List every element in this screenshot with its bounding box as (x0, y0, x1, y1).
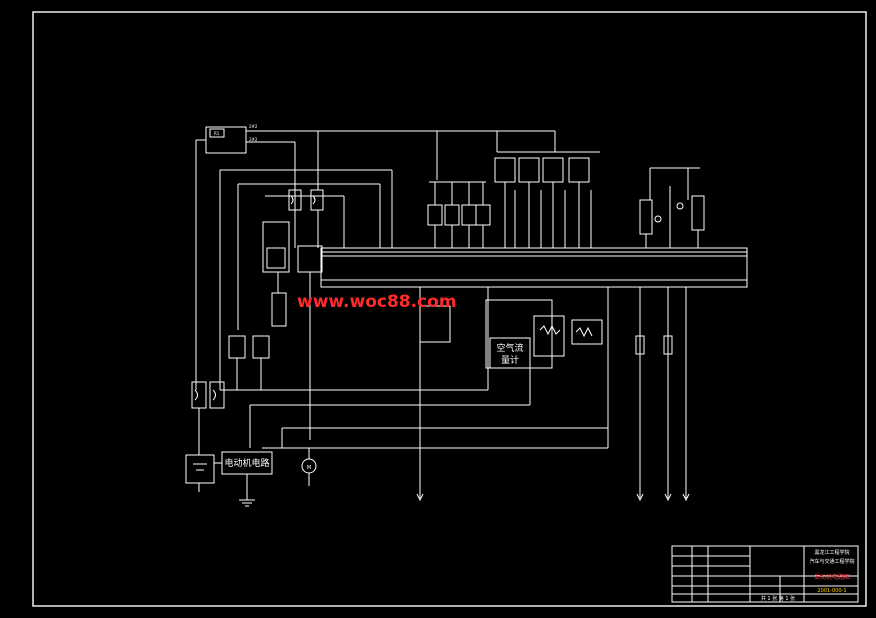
electric-motor-circuit: 电动机电路 (214, 451, 273, 507)
motor-circuit-label: 电动机电路 (224, 457, 269, 469)
school-name-line-1: 黑龙江工程学院 (814, 549, 849, 556)
top-bus-wiring (246, 130, 556, 248)
ground-return-wiring (220, 368, 609, 449)
svg-text:R1: R1 (214, 131, 220, 136)
injector-group (427, 181, 491, 248)
drawing-number: 2001-000-1 (817, 588, 846, 594)
school-name-line-2: 汽车与交通工程学院 (809, 558, 854, 565)
ignition-coil-group (494, 151, 600, 248)
coil-pair (228, 335, 270, 390)
drawing-border (32, 11, 867, 607)
site-watermark: www.woc88.com (297, 292, 457, 312)
left-loop-wiring (219, 169, 393, 390)
drawing-title: 发动机电路图 (814, 573, 850, 581)
bottom-fuse-pair (191, 381, 225, 455)
svg-text:2#2: 2#2 (249, 137, 258, 142)
title-block: 黑龙江工程学院 汽车与交通工程学院 发动机电路图 2001-000-1 共 1 … (671, 545, 859, 603)
main-relay: 2#2 2#2 R1 (195, 124, 258, 390)
air-flow-meter: 空气流 量计 (489, 337, 531, 369)
right-sensor-group (639, 167, 705, 248)
ecu-connector-strip (320, 247, 748, 288)
lower-actuator-group (419, 287, 687, 498)
air-flow-meter-label-1: 空气流 (496, 342, 523, 354)
ground-terminals (416, 493, 690, 502)
battery (185, 454, 215, 492)
motor: M (301, 448, 317, 486)
svg-text:2#2: 2#2 (249, 124, 258, 129)
sheet-count: 共 1 张 第 1 张 (761, 595, 795, 602)
motor-label: M (307, 465, 311, 471)
aux-relay-block (262, 221, 323, 440)
fuse-pair (288, 189, 324, 248)
air-flow-meter-label-2: 量计 (501, 354, 519, 366)
